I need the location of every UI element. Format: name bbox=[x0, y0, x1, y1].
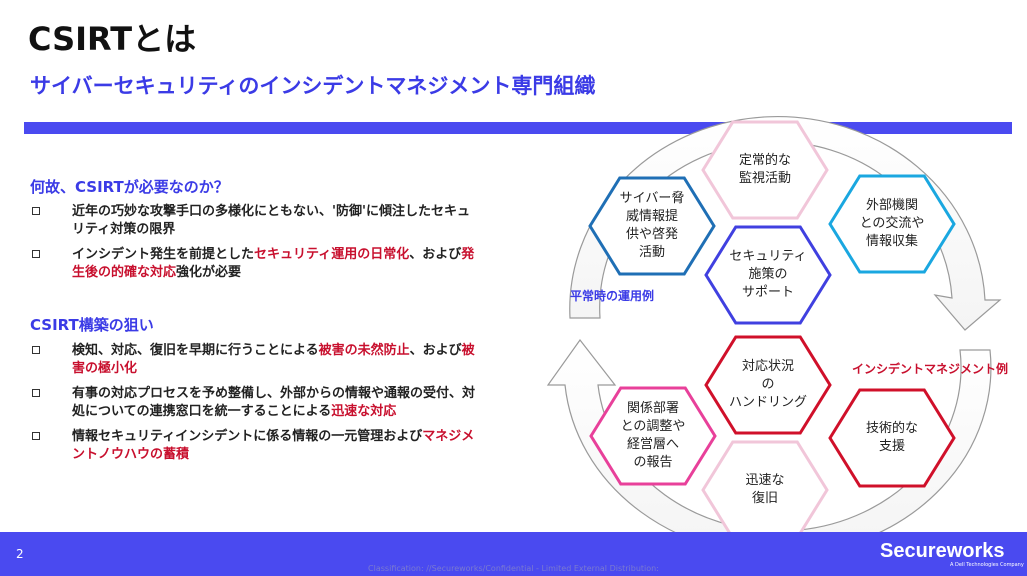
list-item: インシデント発生を前提としたセキュリティ運用の日常化、および発生後の的確な対応強… bbox=[30, 246, 475, 282]
list-item: 検知、対応、復旧を早期に行うことによる被害の未然防止、および被害の極小化 bbox=[30, 342, 475, 378]
hex-threat-info bbox=[588, 176, 716, 276]
hex-handling bbox=[704, 335, 832, 435]
cycle-arrow-bottom bbox=[546, 338, 992, 557]
logo-tagline: A Dell Technologies Company bbox=[950, 562, 1024, 568]
checkbox-bullet-icon bbox=[32, 389, 40, 397]
checkbox-bullet-icon bbox=[32, 432, 40, 440]
hex-technical bbox=[828, 388, 956, 488]
checkbox-bullet-icon bbox=[32, 250, 40, 258]
page-subtitle: サイバーセキュリティのインシデントマネジメント専門組織 bbox=[30, 74, 596, 98]
incident-mgmt-label: インシデントマネジメント例 bbox=[852, 362, 1009, 376]
checkbox-bullet-icon bbox=[32, 207, 40, 215]
hex-label-monitoring: 定常的な 監視活動 bbox=[738, 153, 791, 186]
hex-reporting bbox=[589, 386, 717, 486]
hex-label-reporting: 関係部署 との調整や 経営層へ の報告 bbox=[620, 401, 686, 470]
list-item: 近年の巧妙な攻撃手口の多様化にともない、'防御'に傾注したセキュリティ対策の限界 bbox=[30, 203, 475, 239]
classification-text: Classification: //Secureworks/Confidenti… bbox=[368, 564, 659, 573]
footer-bar bbox=[0, 532, 1027, 576]
hex-label-security-support: セキュリティ 施策の サポート bbox=[729, 249, 807, 300]
section-heading-goals: CSIRT構築の狙い bbox=[30, 316, 154, 334]
section-heading-why: 何故、CSIRTが必要なのか？ bbox=[30, 178, 229, 196]
bullet-list-goals: 検知、対応、復旧を早期に行うことによる被害の未然防止、および被害の極小化 有事の… bbox=[30, 342, 475, 471]
page-title: CSIRTとは bbox=[28, 20, 197, 58]
hex-label-technical: 技術的な 支援 bbox=[865, 421, 918, 454]
list-item: 有事の対応プロセスを予め整備し、外部からの情報や通報の受付、対処についての連携窓… bbox=[30, 385, 475, 421]
hex-label-external: 外部機関 との交流や 情報収集 bbox=[859, 198, 925, 249]
normal-ops-label: 平常時の運用例 bbox=[570, 289, 655, 303]
hex-security-support bbox=[704, 225, 832, 325]
list-item: 情報セキュリティインシデントに係る情報の一元管理およびマネジメントノウハウの蓄積 bbox=[30, 428, 475, 464]
hex-label-threat-info: サイバー脅 威情報提 供や啓発 活動 bbox=[619, 191, 685, 260]
checkbox-bullet-icon bbox=[32, 346, 40, 354]
hex-label-handling: 対応状況 の ハンドリング bbox=[728, 359, 807, 410]
cycle-arrow-top bbox=[569, 115, 1002, 331]
hex-monitoring bbox=[701, 120, 829, 220]
hex-external bbox=[828, 174, 956, 274]
secureworks-logo: Secureworks bbox=[880, 540, 1005, 562]
hex-label-recovery: 迅速な 復旧 bbox=[745, 473, 785, 506]
bullet-list-why: 近年の巧妙な攻撃手口の多様化にともない、'防御'に傾注したセキュリティ対策の限界… bbox=[30, 203, 475, 289]
page-number: 2 bbox=[16, 547, 24, 561]
